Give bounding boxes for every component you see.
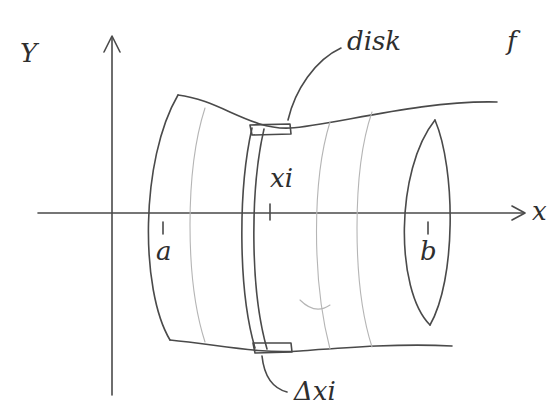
left-end-face — [148, 95, 178, 340]
faint-stroke — [300, 300, 330, 309]
axis-label: x — [530, 198, 549, 224]
faint-slice — [317, 122, 331, 349]
mirrored-curve — [170, 340, 452, 352]
x-axis-arrow — [512, 206, 525, 220]
faint-slice — [357, 112, 372, 347]
faint-slice — [190, 108, 205, 342]
right-end-face — [404, 120, 435, 325]
function-label: f — [505, 28, 519, 54]
x-axis — [38, 212, 524, 214]
width-label: Δxi — [292, 378, 338, 404]
right-end-face — [430, 120, 450, 325]
tick-mark — [427, 222, 429, 234]
leader-line — [288, 48, 341, 120]
point-label: xi — [268, 165, 295, 191]
y-axis — [111, 38, 113, 395]
part-label: disk — [345, 28, 403, 54]
bound-label: a — [154, 238, 174, 264]
disk-face — [254, 129, 267, 349]
disk-rim — [253, 343, 292, 353]
disk-face — [242, 128, 255, 348]
function-curve — [178, 95, 497, 128]
y-axis-arrow — [104, 36, 120, 52]
disk-rim — [250, 124, 291, 135]
bound-label: b — [418, 238, 439, 264]
axis-label: Y — [18, 40, 39, 66]
leader-line — [262, 356, 287, 392]
tick-mark — [269, 204, 271, 220]
tick-mark — [162, 222, 164, 234]
